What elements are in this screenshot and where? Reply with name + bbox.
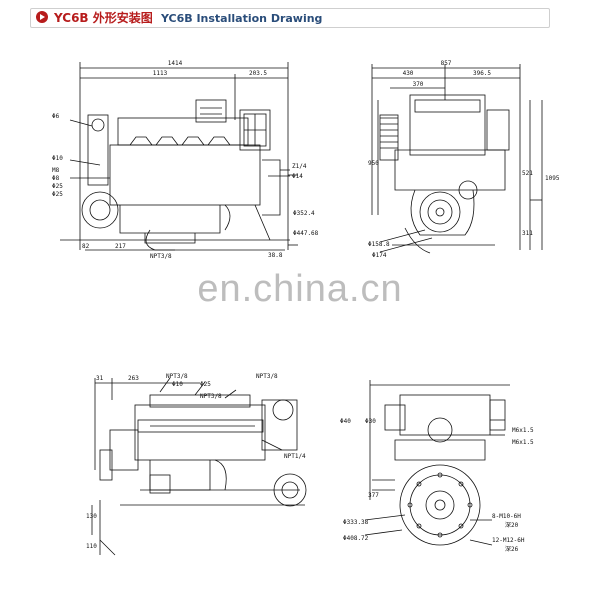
label-top-5: Φ25 xyxy=(52,191,63,198)
dim-bottom-h: 130 xyxy=(86,513,97,520)
label-top-1: Φ10 xyxy=(52,155,63,162)
label-rear-5: M6x1.5 xyxy=(512,439,534,446)
label-bottom-1: Φ10 xyxy=(172,381,183,388)
dim-base-a: 82 xyxy=(82,243,90,250)
dim-bottom-b: 263 xyxy=(128,375,139,382)
label-top-0: Φ6 xyxy=(52,113,60,120)
label-front-1: Φ174 xyxy=(372,252,387,259)
title-chinese: YC6B 外形安装图 xyxy=(54,11,153,25)
label-top-3: Φ8 xyxy=(52,175,60,182)
dim-front-center: 370 xyxy=(413,81,424,88)
rear-view-bottom xyxy=(364,380,510,546)
dim-length-2: 203.5 xyxy=(249,70,267,77)
front-view-top xyxy=(371,64,543,254)
side-view-top xyxy=(60,62,298,251)
dim-front-h2: 521 xyxy=(522,170,533,177)
label-top-6: Φ14 xyxy=(292,173,303,180)
label-top-2: M8 xyxy=(52,167,60,174)
label-rear-1: Φ30 xyxy=(365,418,376,425)
label-top-4: Φ25 xyxy=(52,183,63,190)
label-rear-0: Φ40 xyxy=(340,418,351,425)
watermark: en.china.cn xyxy=(197,268,403,310)
header-bar xyxy=(30,8,550,28)
label-rear-7: 深20 xyxy=(505,521,519,529)
label-bottom-3: NPT3/8 xyxy=(200,393,222,400)
label-bottom-2: Φ25 xyxy=(200,381,211,388)
label-front-0: Φ158.8 xyxy=(368,241,390,248)
dim-front-left: 430 xyxy=(403,70,414,77)
label-top-9: Φ352.4 xyxy=(293,210,315,217)
side-view-bottom xyxy=(91,377,307,556)
label-top-7: Z1/4 xyxy=(292,163,307,170)
label-bottom-5: NPT1/4 xyxy=(284,453,306,460)
dim-front-h1: 950 xyxy=(368,160,379,167)
dim-overall-length: 1414 xyxy=(168,60,183,67)
dim-length-1: 1113 xyxy=(153,70,168,77)
label-bottom-0: NPT3/8 xyxy=(166,373,188,380)
dim-bottom-c: 110 xyxy=(86,543,97,550)
label-rear-9: 深26 xyxy=(505,545,519,553)
dim-front-width: 857 xyxy=(441,60,452,67)
label-rear-8: 12-M12-6H xyxy=(492,537,525,544)
label-rear-3: Φ408.72 xyxy=(343,535,369,542)
label-rear-2: Φ333.38 xyxy=(343,519,369,526)
dim-rear-a: 377 xyxy=(368,492,379,499)
title-english: YC6B Installation Drawing xyxy=(160,12,323,25)
play-icon xyxy=(36,11,48,23)
dim-front-right: 396.5 xyxy=(473,70,491,77)
label-bottom-4: NPT3/8 xyxy=(256,373,278,380)
label-rear-6: 8-M10-6H xyxy=(492,513,521,520)
label-top-8: NPT3/8 xyxy=(150,253,172,260)
dim-bottom-a: 31 xyxy=(96,375,104,382)
dim-base-b: 217 xyxy=(115,243,126,250)
drawing-header: YC6B 外形安装图 YC6B Installation Drawing xyxy=(30,8,550,30)
label-rear-4: M6x1.5 xyxy=(512,427,534,434)
header-title: YC6B 外形安装图 YC6B Installation Drawing xyxy=(54,9,322,26)
dim-front-h4: 311 xyxy=(522,230,533,237)
dim-front-h3: 1095 xyxy=(545,175,560,182)
label-top-10: Φ447.68 xyxy=(293,230,319,237)
dim-base-c: 38.8 xyxy=(268,252,283,259)
